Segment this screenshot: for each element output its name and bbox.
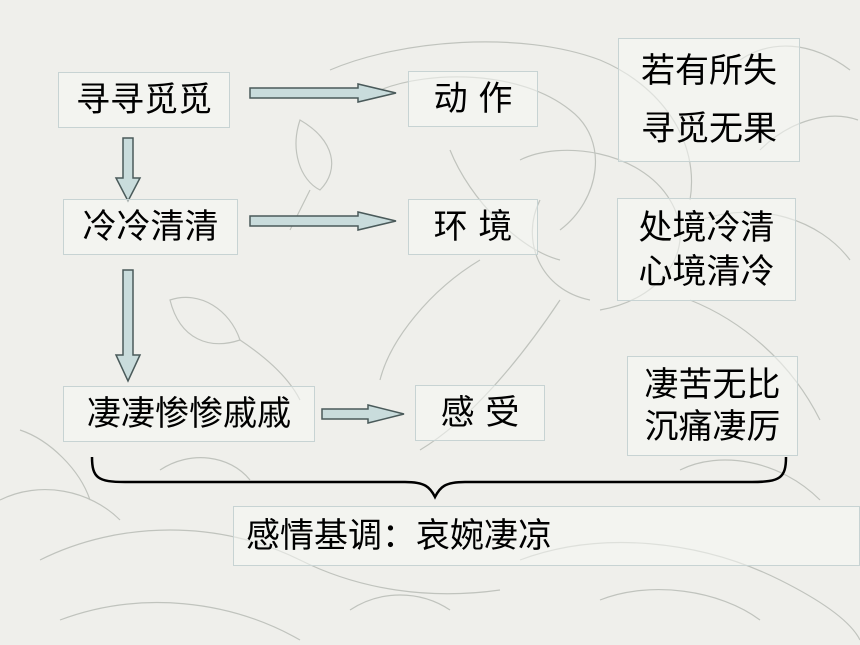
- meaning-line-1b: 寻觅无果: [641, 109, 777, 149]
- arrow-right-1: [249, 83, 397, 103]
- term-text-3: 凄凄惨惨戚戚: [87, 394, 291, 434]
- arrow-right-2: [249, 211, 397, 231]
- meaning-line-2a: 处境冷清: [638, 207, 775, 248]
- arrow-down-1: [114, 137, 142, 203]
- category-box-2: 环 境: [408, 199, 538, 255]
- meaning-box-3: 凄苦无比 沉痛凄厉: [627, 356, 798, 456]
- meaning-line-1a: 若有所失: [641, 51, 777, 91]
- category-text-2: 环 境: [433, 207, 513, 247]
- summary-text: 感情基调：哀婉凄凉: [246, 516, 552, 556]
- category-box-1: 动 作: [408, 71, 538, 127]
- summary-box: 感情基调：哀婉凄凉: [233, 506, 860, 566]
- meaning-box-1: 若有所失 寻觅无果: [618, 38, 800, 162]
- meaning-box-2: 处境冷清 心境清冷: [617, 198, 796, 301]
- meaning-line-3a: 凄苦无比: [644, 365, 781, 405]
- term-box-1: 寻寻觅觅: [58, 72, 230, 128]
- category-text-1: 动 作: [433, 79, 513, 119]
- term-text-2: 冷冷清清: [82, 207, 219, 247]
- arrow-down-2: [114, 269, 142, 383]
- category-box-3: 感 受: [415, 385, 545, 441]
- arrow-right-3: [321, 404, 405, 424]
- term-text-1: 寻寻觅觅: [76, 80, 212, 120]
- summary-brace: [90, 456, 788, 500]
- meaning-line-3b: 沉痛凄厉: [644, 407, 781, 447]
- term-box-2: 冷冷清清: [63, 199, 238, 255]
- category-text-3: 感 受: [440, 393, 520, 433]
- meaning-line-2b: 心境清冷: [638, 251, 775, 292]
- term-box-3: 凄凄惨惨戚戚: [63, 386, 315, 442]
